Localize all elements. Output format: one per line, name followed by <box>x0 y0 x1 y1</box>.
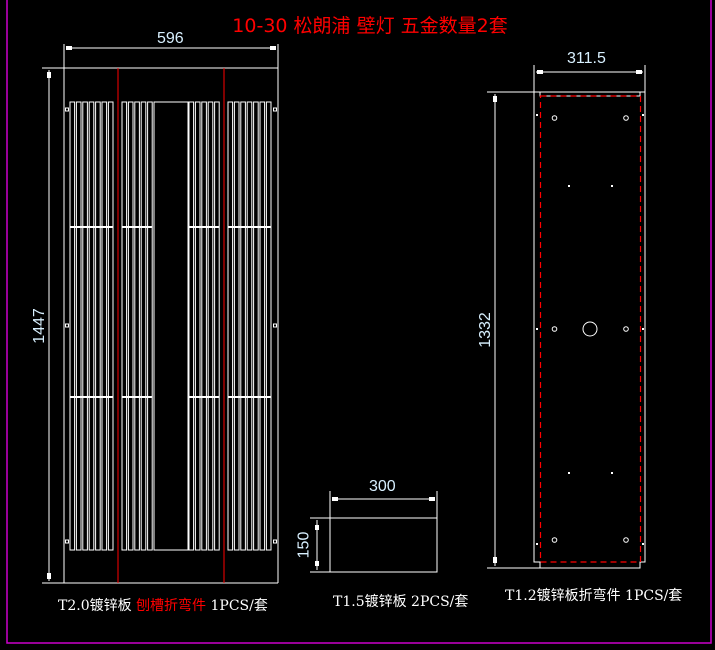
part-1-width-dim: 596 <box>157 30 184 47</box>
slot <box>188 101 195 551</box>
part-2-plate <box>310 491 438 573</box>
slot <box>240 101 246 551</box>
slot <box>101 101 108 551</box>
part-1-label-process: 刨槽折弯件 <box>136 598 207 614</box>
slot <box>134 101 140 551</box>
slot <box>75 101 82 551</box>
slot <box>69 101 76 551</box>
part-2-dim-arrows <box>315 497 435 566</box>
slot <box>121 101 128 551</box>
part-2-height-dim: 150 <box>295 531 313 559</box>
part-1-label-material: T2.0镀锌板 <box>58 598 137 614</box>
slot <box>246 101 253 551</box>
part-3-bent-panel <box>487 65 646 569</box>
drawing-title: 10-30 松朗浦 壁灯 五金数量2套 <box>232 15 508 37</box>
part-3-label: T1.2镀锌板折弯件 1PCS/套 <box>505 588 683 604</box>
part-3-marks <box>493 70 644 563</box>
slot <box>140 101 147 551</box>
part-1-height-dim: 1447 <box>30 308 48 344</box>
part-2-label: T1.5镀锌板 2PCS/套 <box>333 594 469 610</box>
slot <box>201 101 207 551</box>
slot <box>82 101 88 551</box>
slot <box>227 101 234 551</box>
slot <box>107 101 114 551</box>
drawing-frame <box>6 0 712 644</box>
part-1-panel <box>42 44 279 584</box>
slot <box>95 101 101 551</box>
slot <box>207 101 214 551</box>
slot <box>147 101 153 551</box>
part-3-width-dim: 311.5 <box>567 50 606 67</box>
slot <box>88 101 95 551</box>
slot <box>127 101 134 551</box>
slot <box>214 101 220 551</box>
part-1-label-qty: 1PCS/套 <box>206 598 268 614</box>
slot <box>194 101 201 551</box>
slot <box>233 101 240 551</box>
slot <box>265 101 272 551</box>
part-3-height-dim: 1332 <box>476 312 494 348</box>
slot <box>253 101 259 551</box>
slot <box>259 101 266 551</box>
part-1-dim-arrows <box>47 46 276 579</box>
part-3-bend-outline <box>539 95 642 563</box>
part-1-label: T2.0镀锌板 刨槽折弯件 1PCS/套 <box>58 599 268 613</box>
part-2-width-dim: 300 <box>369 478 396 495</box>
